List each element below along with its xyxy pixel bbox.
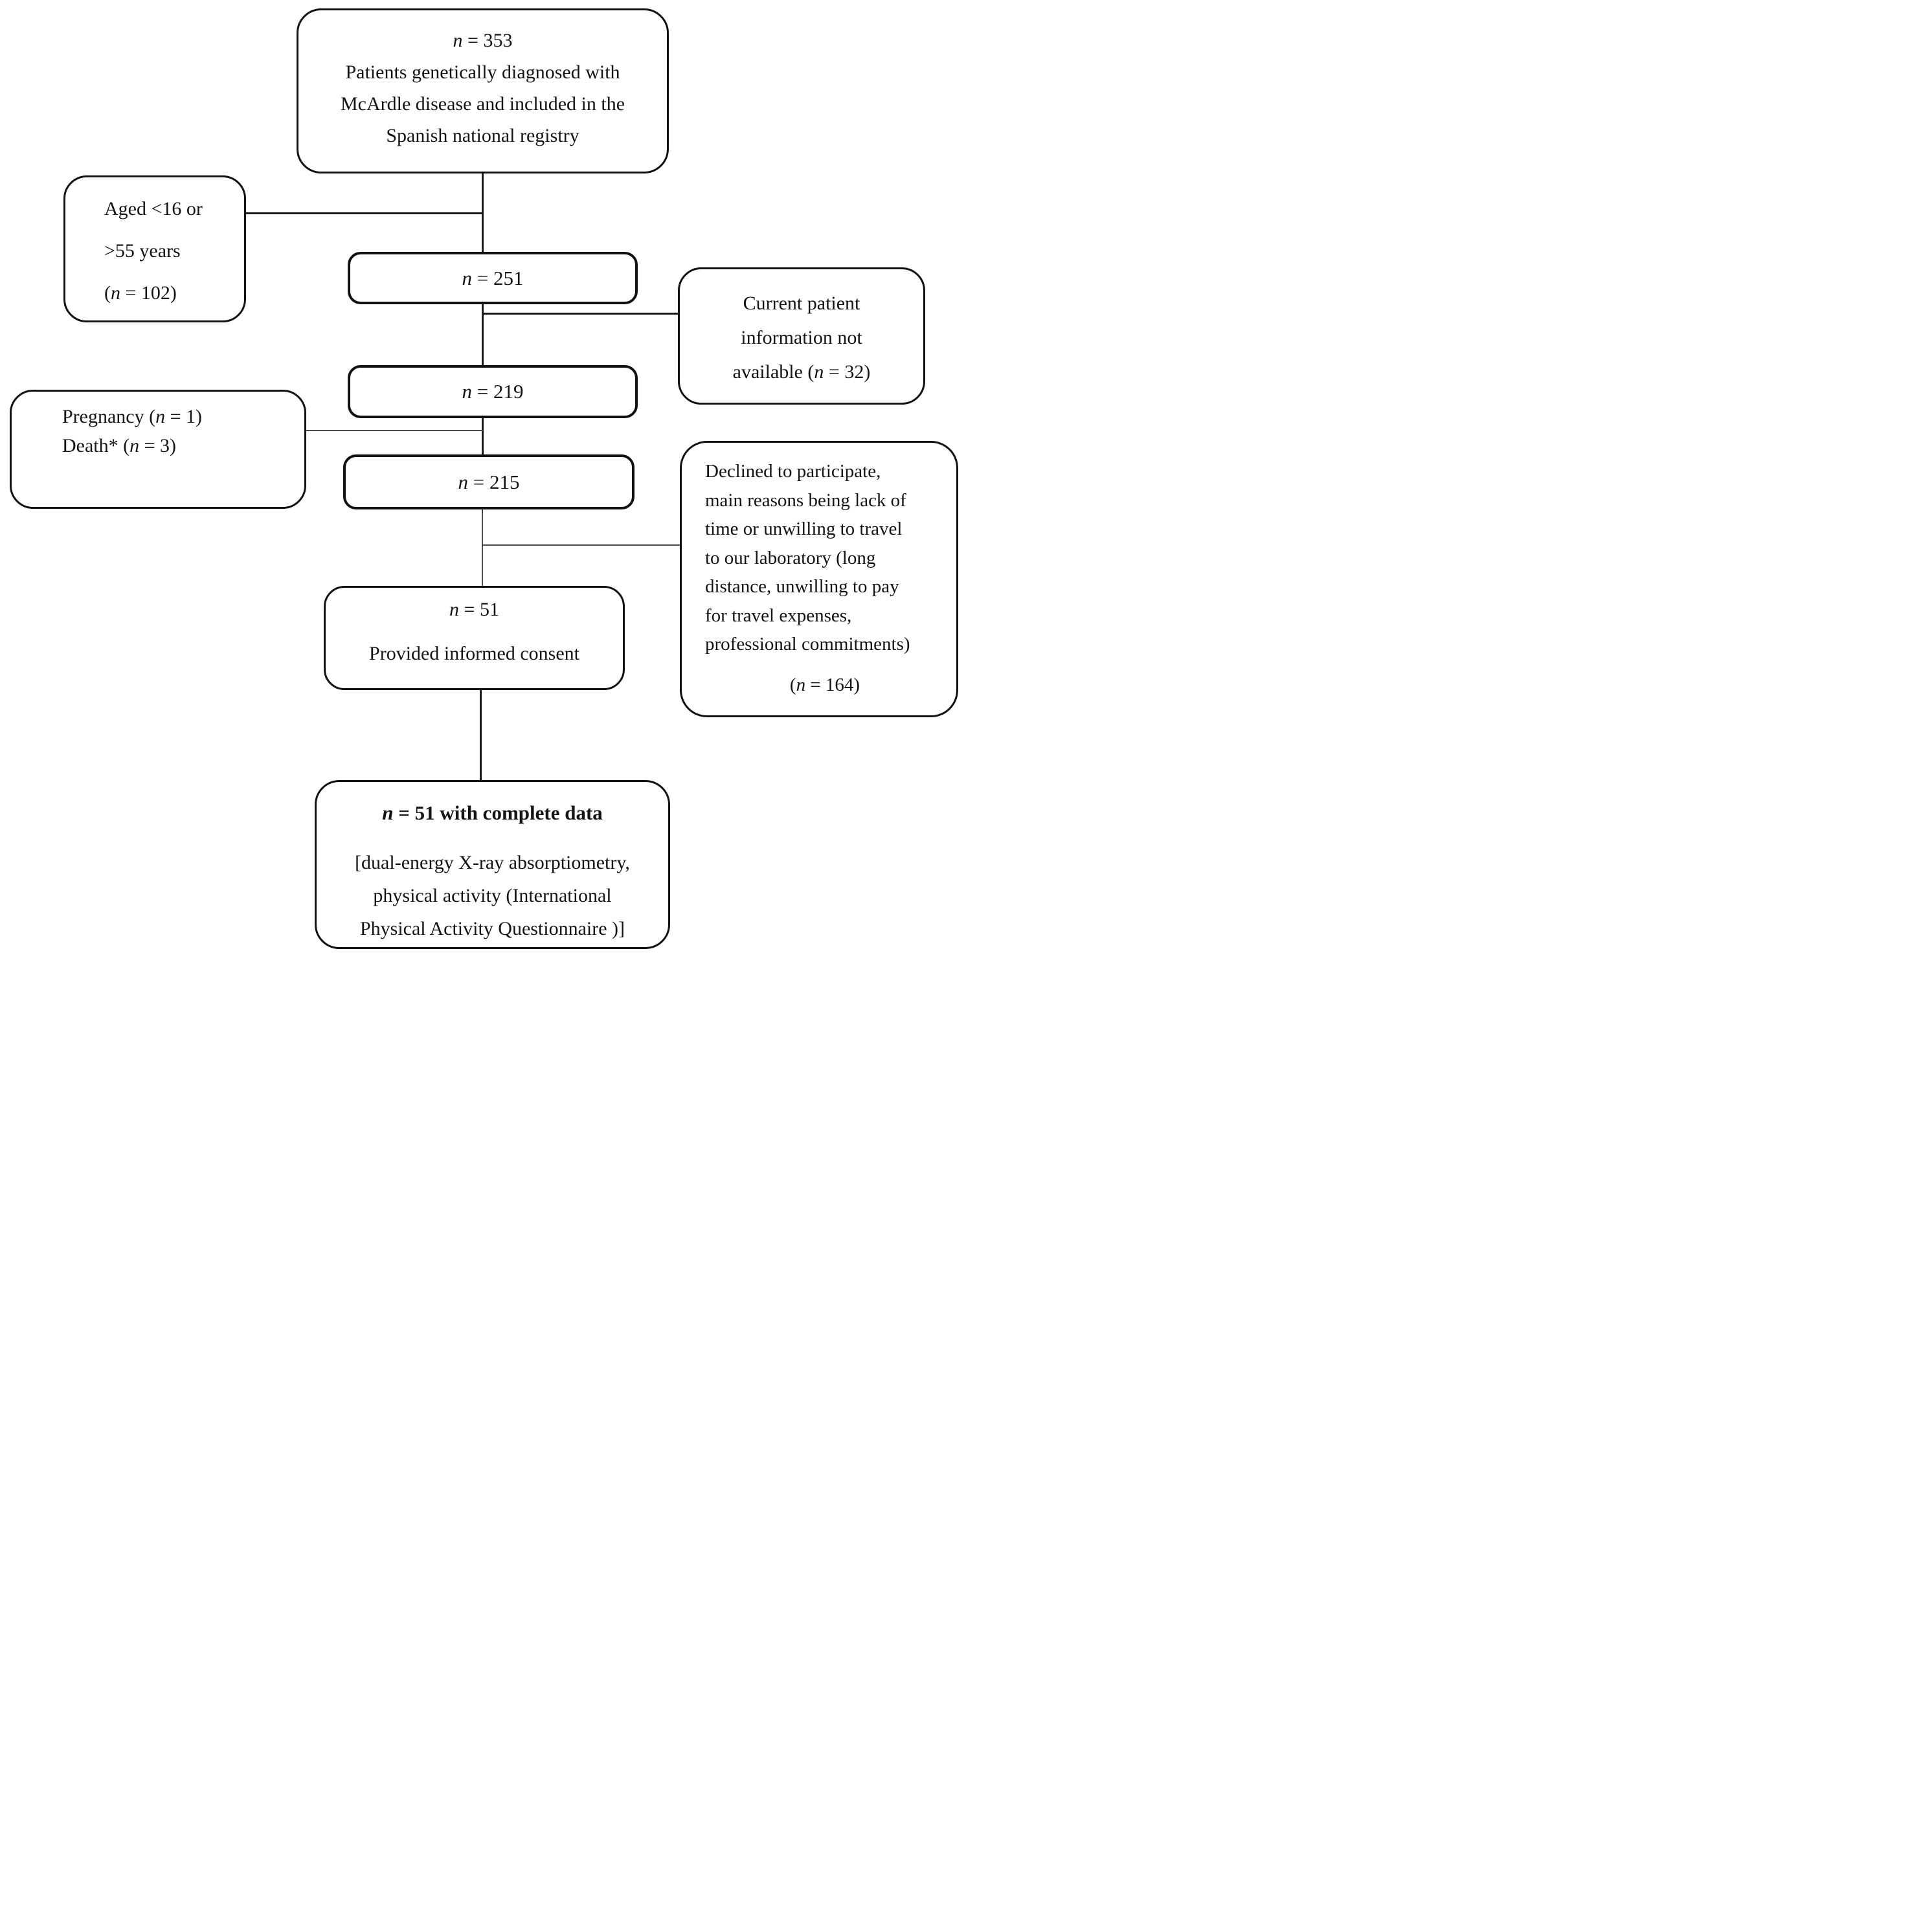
- connector-branch-declined: [482, 544, 681, 546]
- declined-line-3: time or unwilling to travel: [705, 519, 903, 539]
- box-n251: n = 251: [348, 252, 638, 304]
- complete-line-2: physical activity (International: [373, 885, 612, 906]
- n219-label: n = 219: [462, 380, 524, 403]
- declined-line-7: professional commitments): [705, 634, 910, 654]
- box-n219: n = 219: [348, 365, 638, 418]
- connector-branch-aged-exclusion: [246, 212, 483, 214]
- connector-branch-pregnancy-death: [306, 430, 483, 431]
- aged-line-1: Aged <16 or: [104, 198, 203, 219]
- box-declined-to-participate: Declined to participate, main reasons be…: [680, 441, 958, 717]
- consent-n-line: n = 51: [449, 599, 499, 620]
- registry-n-line: n = 353: [453, 30, 513, 51]
- current-line-3: available (n = 32): [732, 361, 871, 383]
- registry-line-1: Patients genetically diagnosed with: [345, 61, 620, 83]
- complete-sub-block: [dual-energy X-ray absorptiometry, physi…: [317, 846, 668, 945]
- connector-consent-to-complete: [480, 689, 482, 781]
- declined-line-5: distance, unwilling to pay: [705, 576, 899, 597]
- current-line-1: Current patient: [743, 293, 860, 314]
- pregnancy-line: Pregnancy (n = 1): [62, 406, 203, 427]
- box-registry: n = 353 Patients genetically diagnosed w…: [297, 8, 669, 173]
- patient-flow-diagram: n = 353 Patients genetically diagnosed w…: [0, 0, 966, 956]
- current-line-2: information not: [741, 327, 862, 348]
- consent-line-2: Provided informed consent: [369, 643, 579, 664]
- declined-line-2: main reasons being lack of: [705, 489, 906, 511]
- complete-line-1: [dual-energy X-ray absorptiometry,: [355, 852, 630, 873]
- n251-label: n = 251: [462, 266, 524, 289]
- declined-n-line: (n = 164): [789, 674, 860, 695]
- box-n215: n = 215: [343, 454, 635, 509]
- registry-line-3: Spanish national registry: [386, 125, 579, 146]
- connector-branch-no-current-info: [482, 313, 679, 315]
- box-no-current-info: Current patient information not availabl…: [678, 267, 925, 405]
- complete-line-3: Physical Activity Questionnaire )]: [359, 918, 625, 939]
- declined-line-1: Declined to participate,: [705, 461, 881, 482]
- box-complete-data: n = 51 with complete data [dual-energy X…: [315, 780, 670, 949]
- connector-n219-to-n215: [482, 418, 484, 456]
- connector-n251-to-n219: [482, 304, 484, 366]
- n215-label: n = 215: [458, 470, 520, 493]
- aged-line-3: (n = 102): [104, 282, 177, 304]
- complete-title-line: n = 51 with complete data: [382, 801, 603, 824]
- declined-line-6: for travel expenses,: [705, 605, 852, 626]
- connector-n215-to-consent: [482, 509, 483, 587]
- aged-line-2: >55 years: [104, 240, 181, 262]
- box-excluded-pregnancy-death: Pregnancy (n = 1) Death* (n = 3): [10, 390, 306, 509]
- box-excluded-age: Aged <16 or >55 years (n = 102): [63, 175, 246, 322]
- declined-line-4: to our laboratory (long: [705, 547, 876, 568]
- registry-line-2: McArdle disease and included in the: [340, 93, 625, 115]
- box-informed-consent: n = 51 Provided informed consent: [324, 586, 625, 690]
- death-line: Death* (n = 3): [62, 435, 177, 456]
